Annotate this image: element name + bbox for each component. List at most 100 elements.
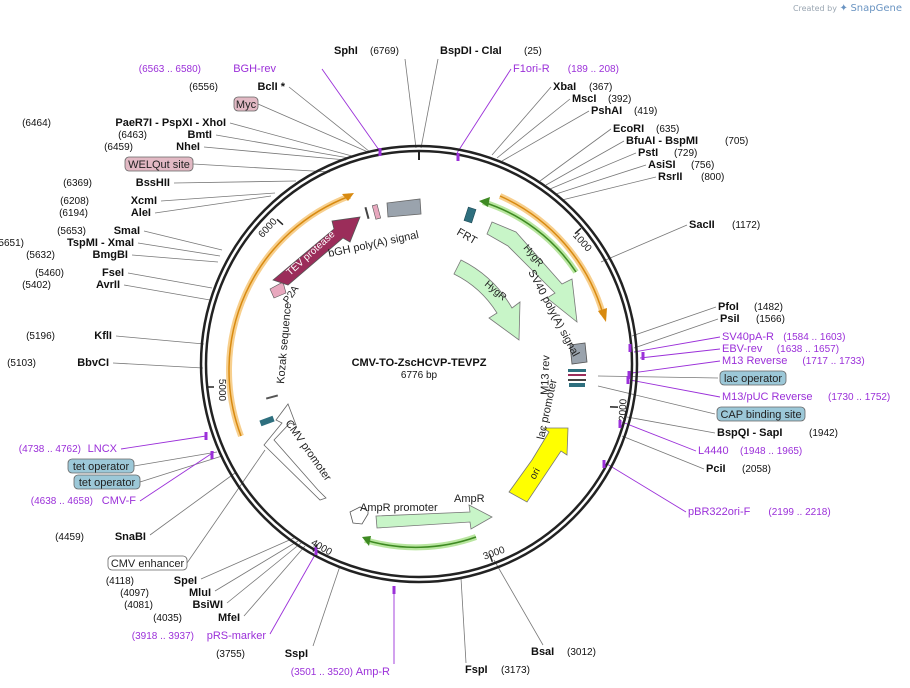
enzyme-labels: SphI(6769)BspDI - ClaI(25)XbaI(367)MscI(… [0, 45, 838, 676]
tag-lac-operator-label: lac operator [724, 373, 782, 385]
m13-rev-label: M13 rev [539, 354, 552, 395]
enzyme-rsrii-pos: (800) [701, 172, 724, 183]
primer-amp-r-name: Amp-R [356, 666, 390, 678]
enzyme-bbvci-name: BbvCI [77, 357, 109, 369]
ampr-feature[interactable] [375, 504, 493, 530]
primer-lncx-pos: (4738 .. 4762) [19, 444, 81, 455]
primer-f1ori-r-name: F1ori-R [513, 63, 550, 75]
enzyme-pcii-name: PciI [706, 463, 726, 475]
green-arc-ampr-line [364, 536, 477, 549]
primer-f1ori-r-mark [456, 153, 460, 161]
enzyme-sacii-name: SacII [689, 219, 715, 231]
enzyme-sspi-name: SspI [285, 648, 308, 660]
enzyme-bfuai-bspmi-name: BfuAI - BspMI [626, 135, 698, 147]
enzyme-kfli-pos: (5196) [26, 331, 55, 342]
tag-tet-operator-box [67, 458, 135, 474]
hygr-outer-feature[interactable] [486, 221, 578, 323]
enzyme-rsrii-name: RsrII [658, 171, 682, 183]
kozak-feature [265, 394, 279, 400]
enzyme-avrii-pos: (5402) [22, 280, 51, 291]
tick-6000 [276, 218, 284, 226]
hygr-inner-feature[interactable] [453, 259, 521, 341]
ori-feature[interactable] [508, 427, 569, 503]
tag-cmv-enhancer-label: CMV enhancer [111, 558, 185, 570]
green-arc-ampr-head [362, 536, 371, 546]
green-arc-hygr-head [479, 197, 490, 207]
enzyme-bmti-name: BmtI [188, 129, 212, 141]
enzyme-bspqi-sapi-name: BspQI - SapI [717, 427, 782, 439]
enzyme-paer7i-pspxi-xhoi-pos: (6464) [22, 118, 51, 129]
plasmid-size: 6776 bp [401, 370, 438, 381]
primer-marks [204, 148, 645, 594]
primer-bgh-rev-mark [378, 148, 382, 156]
tev-protease-feature[interactable] [272, 216, 361, 286]
enzyme-pcii-pos: (2058) [742, 464, 771, 475]
primer-amp-r-pos: (3501 .. 3520) [291, 667, 353, 678]
green-arc-hygr-line [482, 201, 577, 273]
primer-labels: BGH-rev(6563 .. 6580)F1ori-R(189 .. 208)… [19, 63, 891, 678]
myc-marker [364, 206, 370, 220]
enzyme-sspi-pos: (3755) [216, 649, 245, 660]
p2a-feature[interactable] [269, 281, 287, 299]
orange-arc-hygr-head [598, 308, 607, 322]
primer-l4440-mark [618, 420, 622, 428]
primer-prs-marker-mark [314, 547, 318, 555]
bgh-polya-feature[interactable] [386, 198, 422, 218]
primer-lncx-mark [204, 432, 208, 440]
primer-cmv-f-mark [210, 451, 214, 459]
tag-tet-operator-label: tet operator [79, 477, 136, 489]
enzyme-ecori-pos: (635) [656, 124, 679, 135]
cmv-promoter-label: CMV promoter [283, 418, 334, 484]
enzyme-smai-pos: (5653) [57, 226, 86, 237]
tick-label-6000: 6000 [257, 216, 280, 240]
enzyme-bsiwi-name: BsiWI [192, 599, 223, 611]
tag-lac-operator-box [719, 370, 787, 386]
primer-lncx-name: LNCX [88, 443, 118, 455]
lac-promoter-feature [568, 379, 586, 381]
tag-welqut-site-label: WELQut site [128, 159, 190, 171]
tet-operator-feature [259, 415, 275, 427]
primer-m13-reverse-mark [627, 371, 631, 379]
enzyme-asisi-name: AsiSI [648, 159, 676, 171]
tag-cap-binding-site-label: CAP binding site [720, 409, 801, 421]
primer-bgh-rev-name: BGH-rev [233, 63, 276, 75]
primer-cmv-f-pos: (4638 .. 4658) [31, 496, 93, 507]
primer-l4440-name: L4440 [698, 445, 729, 457]
tag-tet-operator-box [73, 474, 141, 490]
enzyme-sphi-pos: (6769) [370, 46, 399, 57]
enzyme-msci-name: MscI [572, 93, 596, 105]
enzyme-asisi-pos: (756) [691, 160, 714, 171]
enzyme-bmti-pos: (6463) [118, 130, 147, 141]
tag-tet-operator-label: tet operator [73, 461, 130, 473]
tag-cmv-enhancer-box [107, 555, 188, 571]
enzyme-ecori-name: EcoRI [613, 123, 644, 135]
enzyme-spei-name: SpeI [174, 575, 197, 587]
enzyme-snabi-pos: (4459) [55, 532, 84, 543]
enzyme-bcli-pos: (6556) [189, 82, 218, 93]
enzyme-kfli-name: KflI [94, 330, 112, 342]
enzyme-pshai-pos: (419) [634, 106, 657, 117]
lac-operator-feature [568, 369, 586, 372]
ampr-promoter-feature[interactable] [349, 506, 369, 525]
enzyme-mlui-name: MluI [189, 587, 211, 599]
cmv-promoter-feature[interactable] [263, 403, 327, 501]
enzyme-psti-name: PstI [638, 147, 658, 159]
enzyme-smai-name: SmaI [114, 225, 140, 237]
enzyme-pfoi-name: PfoI [718, 301, 739, 313]
primer-pbr322ori-f-mark [602, 460, 606, 468]
enzyme-fsei-name: FseI [102, 267, 124, 279]
frt-feature[interactable] [463, 206, 477, 224]
enzyme-xbai-name: XbaI [553, 81, 576, 93]
tick-label-5000: 5000 [216, 379, 227, 402]
enzyme-nhei-name: NheI [176, 141, 200, 153]
sv40-polya-feature[interactable] [569, 342, 588, 365]
ori-label: ori [528, 466, 543, 481]
enzyme-tspmi-xmai-pos: (5651) [0, 238, 24, 249]
primer-prs-marker-name: pRS-marker [207, 630, 267, 642]
cap-site-feature [569, 383, 585, 387]
tick-label-2000: 2000 [618, 398, 630, 421]
frt-label: FRT [455, 226, 480, 247]
tag-myc-box [233, 96, 259, 112]
enzyme-bcli-name: BclI * [257, 81, 285, 93]
primer-prs-marker-pos: (3918 .. 3937) [132, 631, 194, 642]
